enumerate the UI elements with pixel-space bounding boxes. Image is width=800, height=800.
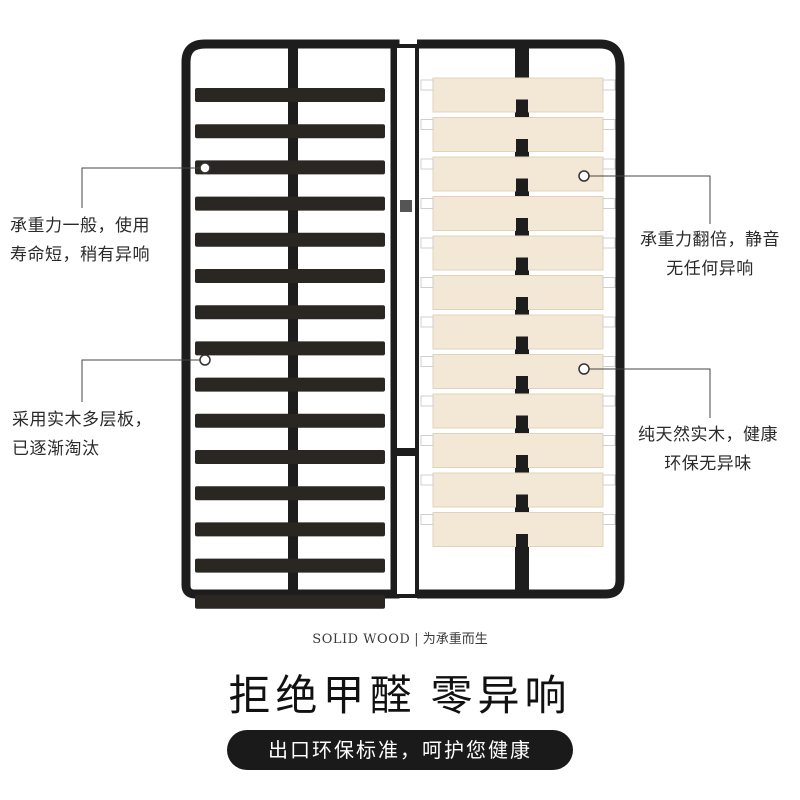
center-support-segment [516, 415, 528, 432]
tagline: SOLID WOOD|为承重而生 [0, 628, 800, 647]
callout-line: 采用实木多层板， [12, 410, 152, 430]
center-support-segment [516, 60, 528, 76]
callout-line: 承重力翻倍，静音 [640, 230, 780, 250]
dark-slat [195, 160, 385, 175]
center-support-segment [516, 494, 528, 511]
slat-clip [420, 198, 434, 209]
center-support-segment [516, 178, 528, 195]
callout-pointers [81, 167, 711, 418]
slat-clip [602, 435, 616, 446]
slat-clip [420, 277, 434, 288]
dark-slat [195, 269, 385, 283]
left-dark-slats [195, 88, 385, 609]
tagline-separator: | [414, 632, 419, 647]
left-bed-frame [181, 39, 400, 609]
headline-part-1: 拒绝甲醛 [228, 671, 417, 720]
center-support-segment [516, 99, 528, 116]
slat-clip [420, 158, 434, 170]
callout-right-top: 承重力翻倍，静音 无任何异响 [624, 226, 796, 284]
center-support-segment [516, 376, 528, 392]
center-support-segment [516, 455, 528, 471]
callout-line: 无任何异响 [666, 259, 754, 279]
callout-dots [199, 162, 590, 375]
slat-clip [602, 474, 616, 486]
center-support-segment [516, 297, 528, 313]
callout-line: 承重力一般，使用 [10, 216, 150, 236]
dark-slat [195, 413, 385, 428]
dark-slat [195, 124, 385, 139]
dark-slat [195, 594, 385, 609]
slat-clip [420, 316, 434, 328]
slat-clip [420, 435, 434, 446]
dark-slat [195, 486, 385, 501]
slat-clip [420, 514, 434, 525]
center-rail [393, 44, 419, 598]
right-wood-slats [420, 60, 616, 550]
slat-clip [420, 395, 434, 407]
slat-clip [602, 514, 616, 525]
center-support-segment [516, 336, 528, 353]
slat-clip [602, 119, 616, 130]
callout-line: 纯天然实木，健康 [638, 425, 778, 445]
slat-clip [420, 237, 434, 249]
slat-clip [420, 356, 434, 367]
dark-slat [195, 377, 385, 392]
slat-clip [420, 79, 434, 91]
slat-clip [602, 79, 616, 91]
callout-left-top: 承重力一般，使用 寿命短，稍有异响 [10, 212, 150, 270]
slat-clip [420, 119, 434, 130]
slat-clip [602, 277, 616, 288]
dark-slat [195, 232, 385, 247]
tagline-english: SOLID WOOD [312, 632, 411, 647]
dark-slat [195, 558, 385, 573]
callout-line: 已逐渐淘汰 [12, 439, 100, 459]
standard-badge: 出口环保标准，呵护您健康 [227, 730, 573, 770]
slat-clip [420, 474, 434, 486]
dark-slat [195, 522, 385, 537]
callout-line: 寿命短，稍有异响 [10, 245, 150, 265]
center-support-segment [516, 257, 528, 274]
dark-slat [195, 196, 385, 211]
center-support-segment [516, 534, 528, 550]
callout-right-bottom: 纯天然实木，健康 环保无异味 [618, 421, 798, 479]
callout-left-bottom: 采用实木多层板， 已逐渐淘汰 [12, 406, 152, 464]
slat-clip [602, 395, 616, 407]
dark-slat [195, 305, 385, 320]
dark-slat [195, 341, 385, 356]
dark-slat [195, 88, 385, 102]
center-support-segment [516, 218, 528, 234]
slat-clip [602, 356, 616, 367]
center-support-segment [516, 139, 528, 155]
headline: 拒绝甲醛零异响 [0, 662, 800, 723]
slat-clip [602, 237, 616, 249]
dark-slat [195, 450, 385, 464]
right-bed-frame [417, 39, 625, 599]
slat-clip [602, 158, 616, 170]
slat-clip [602, 198, 616, 209]
tagline-chinese: 为承重而生 [422, 632, 488, 647]
slat-clip [602, 316, 616, 328]
headline-part-2: 零异响 [430, 671, 572, 720]
callout-line: 环保无异味 [664, 454, 752, 474]
